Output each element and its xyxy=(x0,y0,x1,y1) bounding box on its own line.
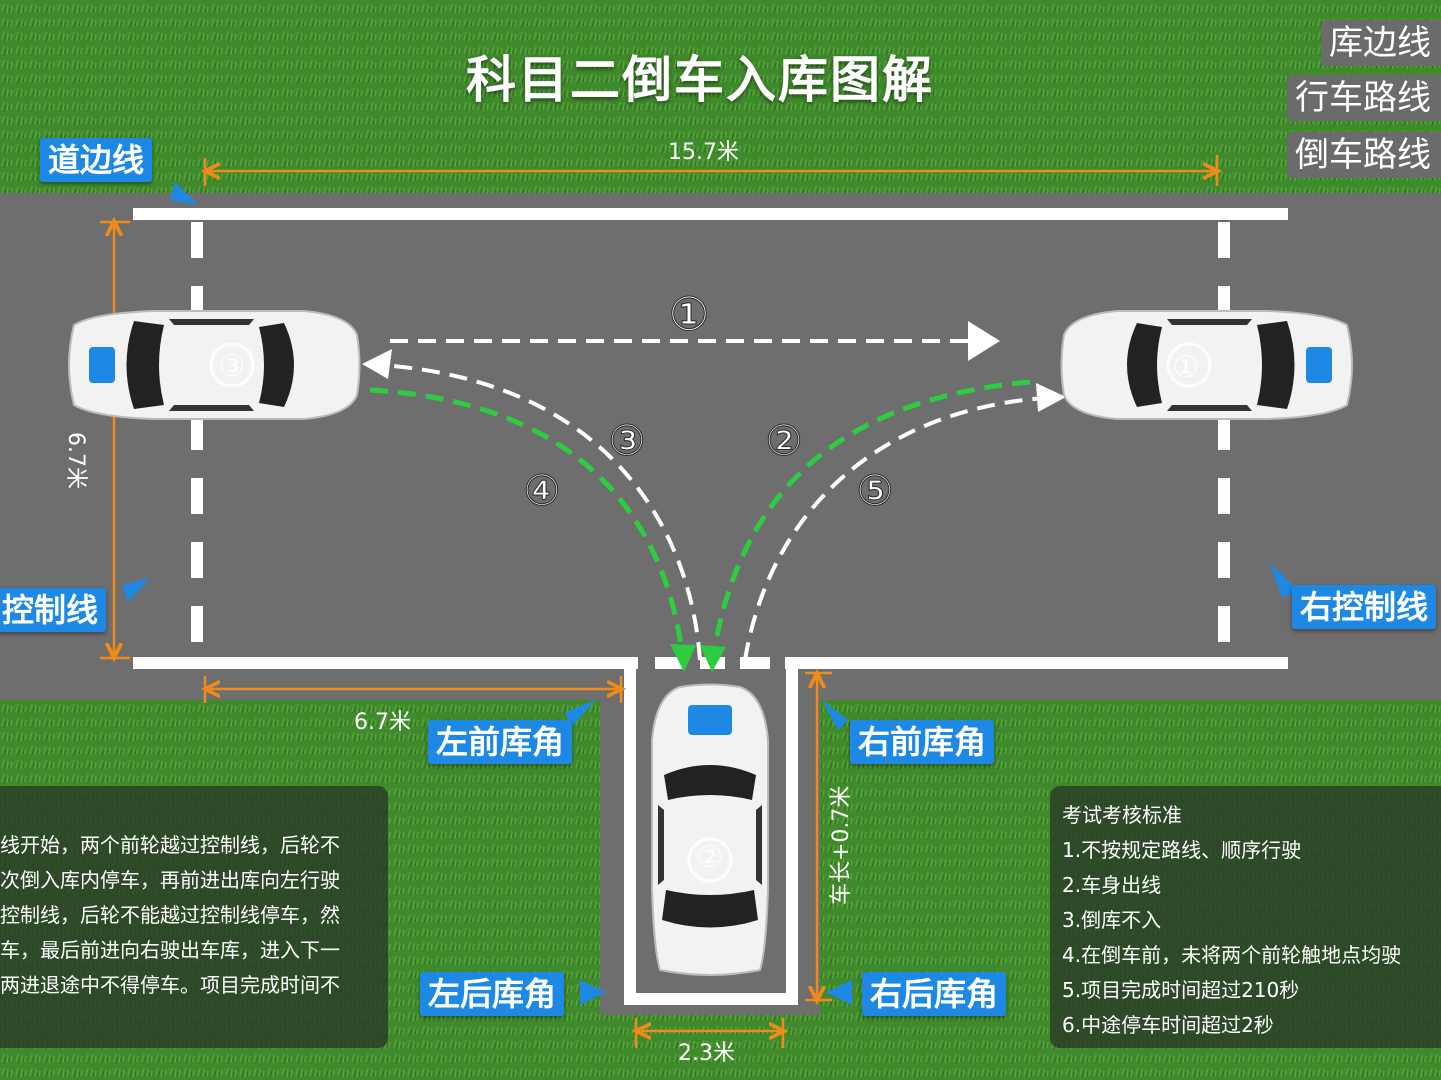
garage-right-line xyxy=(786,660,798,1005)
right-control-tag: 右控制线 xyxy=(1292,585,1437,629)
road-edge-line xyxy=(133,208,1288,220)
road-surface xyxy=(0,193,1441,700)
route-3-path xyxy=(379,363,702,661)
car-2-number: ② xyxy=(697,840,724,875)
right-front-corner-tag: 右前库角 xyxy=(850,720,995,764)
route-4-path xyxy=(369,387,685,653)
left-instructions-panel: 线开始，两个前轮越过控制线，后轮不 次倒入库内停车，再前进出库向左行驶 控制线，… xyxy=(0,786,388,1048)
garage-back-line xyxy=(624,993,798,1005)
garage-left-line xyxy=(624,660,636,1005)
left-front-pointer xyxy=(565,700,596,726)
route-marker-1: ① xyxy=(668,287,709,341)
car-1-number: ① xyxy=(1173,350,1200,385)
exam-standard-item: 2.车身出线 xyxy=(1062,873,1162,897)
dim-top-label: 15.7米 xyxy=(668,140,739,165)
right-front-pointer xyxy=(822,700,848,730)
garage-opening-dash xyxy=(740,657,770,669)
car-3: ③ xyxy=(68,310,361,420)
route-marker-5: ⑤ xyxy=(856,466,894,515)
left-control-pointer xyxy=(122,578,150,602)
exam-standards-heading: 考试考核标准 xyxy=(1062,803,1182,827)
dim-bottom-left-label: 6.7米 xyxy=(354,710,411,735)
road-edge-tag: 道边线 xyxy=(40,138,153,182)
left-control-tag: 控制线 xyxy=(0,588,107,632)
route-marker-2: ② xyxy=(765,416,803,465)
exam-standard-item: 6.中途停车时间超过2秒 xyxy=(1062,1013,1274,1037)
left-rear-corner-tag: 左后库角 xyxy=(420,972,565,1016)
page-title: 科目二倒车入库图解 xyxy=(466,51,934,109)
exam-standards-panel: 考试考核标准 1.不按规定路线、顺序行驶 2.车身出线 3.倒库不入 4.在倒车… xyxy=(1050,786,1441,1048)
dim-garage-width-label: 2.3米 xyxy=(678,1041,735,1066)
exam-standard-item: 3.倒库不入 xyxy=(1062,908,1162,932)
route-marker-3: ③ xyxy=(608,416,646,465)
right-rear-corner-tag: 右后库角 xyxy=(862,972,1007,1016)
legend-reverse-path: 倒车路线 xyxy=(1287,132,1441,178)
route-marker-4: ④ xyxy=(523,466,561,515)
car-1 xyxy=(1060,310,1353,420)
road-edge-pointer xyxy=(170,182,198,205)
garage-edge-line-left xyxy=(133,657,638,669)
left-panel-line: 次倒入库内停车，再前进出库向左行驶 xyxy=(0,868,340,892)
car-2 xyxy=(651,683,769,976)
dim-left-label: 6.7米 xyxy=(63,432,88,489)
left-rear-pointer xyxy=(580,980,606,1005)
garage-opening-dash xyxy=(655,657,685,669)
exam-standard-item: 1.不按规定路线、顺序行驶 xyxy=(1062,838,1302,862)
left-panel-line: 线开始，两个前轮越过控制线，后轮不 xyxy=(0,833,340,857)
right-control-pointer xyxy=(1270,563,1298,598)
exam-standard-item: 5.项目完成时间超过210秒 xyxy=(1062,978,1300,1002)
exam-standard-item: 4.在倒车前，未将两个前轮触地点均驶 xyxy=(1062,943,1402,967)
route-5-path xyxy=(743,396,1046,661)
left-panel-line: 车，最后前进向右驶出车库，进入下一 xyxy=(0,938,340,962)
left-panel-line: 控制线，后轮不能越过控制线停车，然 xyxy=(0,903,340,927)
dim-garage-depth-label: 车长+0.7米 xyxy=(829,785,854,905)
legend-drive-path: 行车路线 xyxy=(1287,75,1441,121)
right-rear-pointer xyxy=(826,980,852,1005)
garage-edge-line-right xyxy=(785,657,1288,669)
legend-garage-edge: 库边线 xyxy=(1321,20,1441,66)
route-2-path xyxy=(711,379,1031,653)
left-panel-line: 两进退途中不得停车。项目完成时间不 xyxy=(0,973,340,997)
car-3-number: ③ xyxy=(219,349,246,384)
left-front-corner-tag: 左前库角 xyxy=(428,720,573,764)
